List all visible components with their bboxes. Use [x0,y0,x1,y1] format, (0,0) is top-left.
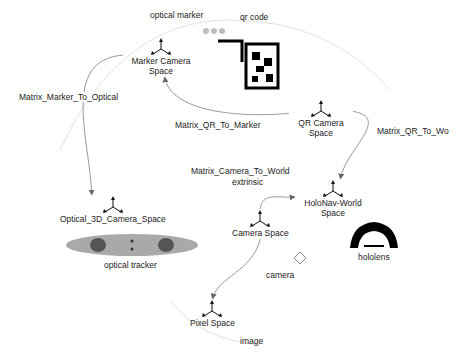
annotation: qr code [240,12,268,22]
annotation: optical tracker [104,260,157,270]
coordinate-space: Camera Space [232,210,289,238]
transform-arrow [83,55,123,195]
space-name: Marker Camera Space [124,56,198,76]
axis-icon [102,196,124,213]
annotation: optical marker [150,10,203,20]
annotation: camera [266,270,294,280]
corner-bracket [218,41,242,62]
coordinate-space: Pixel Space [190,300,235,328]
space-name: Optical_3D_Camera_Space [60,214,166,224]
optical-tracker-symbol [66,234,198,256]
axis-icon [310,100,332,117]
matrix-label: Matrix_QR_To_Marker [174,120,262,130]
qr-code [246,44,278,88]
hololens-symbol [350,222,398,248]
space-name: Pixel Space [190,318,235,328]
space-name: QR Camera Space [290,118,352,138]
transform-arrow [340,111,368,179]
marker-dots [203,28,225,34]
space-name: HoloNav-World Space [296,198,370,218]
annotation: hololens [358,252,390,262]
camera-symbol [294,252,306,264]
matrix-label: Matrix_Marker_To_Optical [18,92,119,102]
coordinate-space: HoloNav-World Space [296,180,370,218]
transform-arrow [260,197,295,209]
space-name: Camera Space [232,228,289,238]
axis-icon [249,210,271,227]
axis-icon [150,38,172,55]
axis-icon [201,300,223,317]
coordinate-space: Optical_3D_Camera_Space [60,196,166,224]
transform-arrow [165,77,289,115]
matrix-label: Matrix_Camera_To_World [190,166,291,176]
annotation: image [240,336,263,346]
annotation: extrinsic [232,177,263,187]
axis-icon [322,180,344,197]
coordinate-space: Marker Camera Space [124,38,198,76]
matrix-label: Matrix_QR_To_Wo [376,126,450,136]
background-arc [60,20,390,345]
transform-arrow [212,239,260,299]
coordinate-space: QR Camera Space [290,100,352,138]
